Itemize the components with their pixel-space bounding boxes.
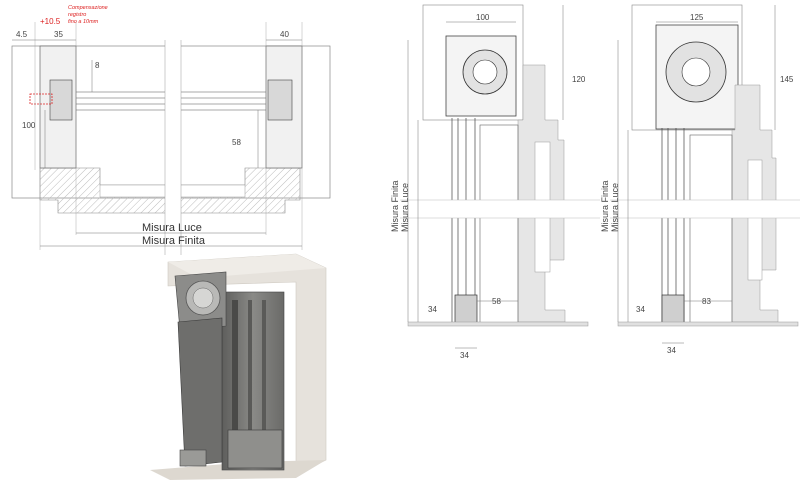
plan-view: Compensazione registro fino a 10mm 4.5 +… (11, 5, 331, 255)
s2-floor (617, 321, 799, 327)
plan-left-profile (49, 79, 73, 121)
plan-note-line-1: Compensazione (68, 5, 108, 11)
s1-bottom-track (454, 294, 478, 326)
s1-panel (479, 124, 519, 326)
s2-break-gap (610, 200, 800, 218)
section-view-1: 100 120 58 34 34 Misura Finita Misura Lu… (390, 4, 600, 360)
s1-dim-width: 100 (476, 13, 490, 22)
s1-dim-58: 58 (492, 297, 501, 306)
plan-note-line-2: registro (68, 12, 86, 18)
plan-dim-40: 40 (280, 30, 289, 39)
s1-housing-outline (422, 4, 524, 121)
plan-dim-10-5: +10.5 (40, 17, 61, 26)
s2-dim-34-side: 34 (636, 305, 645, 314)
s2-dim-34-bottom: 34 (667, 346, 676, 355)
render-profile-slot (248, 300, 252, 460)
render-bottom-track (227, 429, 283, 469)
render-bottom-profile (179, 449, 207, 467)
s2-label-luce: Misura Luce (610, 183, 620, 232)
plan-misura-luce: Misura Luce (142, 222, 202, 234)
s1-label-luce: Misura Luce (400, 183, 410, 232)
s2-housing-outline (631, 4, 743, 131)
render-wall-top (168, 254, 326, 278)
s2-bottom-track (661, 294, 685, 326)
s1-label-finita: Misura Finita (390, 180, 400, 232)
s2-dim-width: 125 (690, 13, 704, 22)
s1-roller-drum-inner (472, 59, 498, 85)
s1-dim-height: 120 (572, 75, 586, 84)
plan-dim-100: 100 (22, 121, 36, 130)
s2-label-finita: Misura Finita (600, 180, 610, 232)
plan-note-line-3: fino a 10mm (68, 19, 99, 25)
s2-panel (689, 134, 733, 326)
s1-floor (407, 321, 589, 327)
render-3d (150, 253, 327, 480)
plan-right-profile (267, 79, 293, 121)
s1-dim-34-side: 34 (428, 305, 437, 314)
plan-break-gap (165, 40, 181, 255)
render-shutter-slab (177, 317, 223, 467)
s1-break-gap (400, 200, 600, 218)
render-roller-drum-inner (192, 287, 214, 309)
render-profile-slot (262, 300, 266, 460)
plan-dim-4-5: 4.5 (16, 30, 28, 39)
plan-dim-58: 58 (232, 138, 241, 147)
s2-dim-height: 145 (780, 75, 794, 84)
render-profile-slot (232, 300, 238, 460)
plan-dim-35: 35 (54, 30, 63, 39)
s2-wall-recess (747, 159, 763, 281)
s1-dim-34-bottom: 34 (460, 351, 469, 360)
plan-compensation-marker (29, 93, 53, 105)
s2-dim-83: 83 (702, 297, 711, 306)
plan-dim-8: 8 (95, 61, 100, 70)
section-view-2: 125 145 83 34 34 Misura Finita Misura Lu… (600, 4, 800, 355)
s2-roller-drum-inner (681, 57, 711, 87)
plan-misura-finita: Misura Finita (142, 235, 206, 247)
